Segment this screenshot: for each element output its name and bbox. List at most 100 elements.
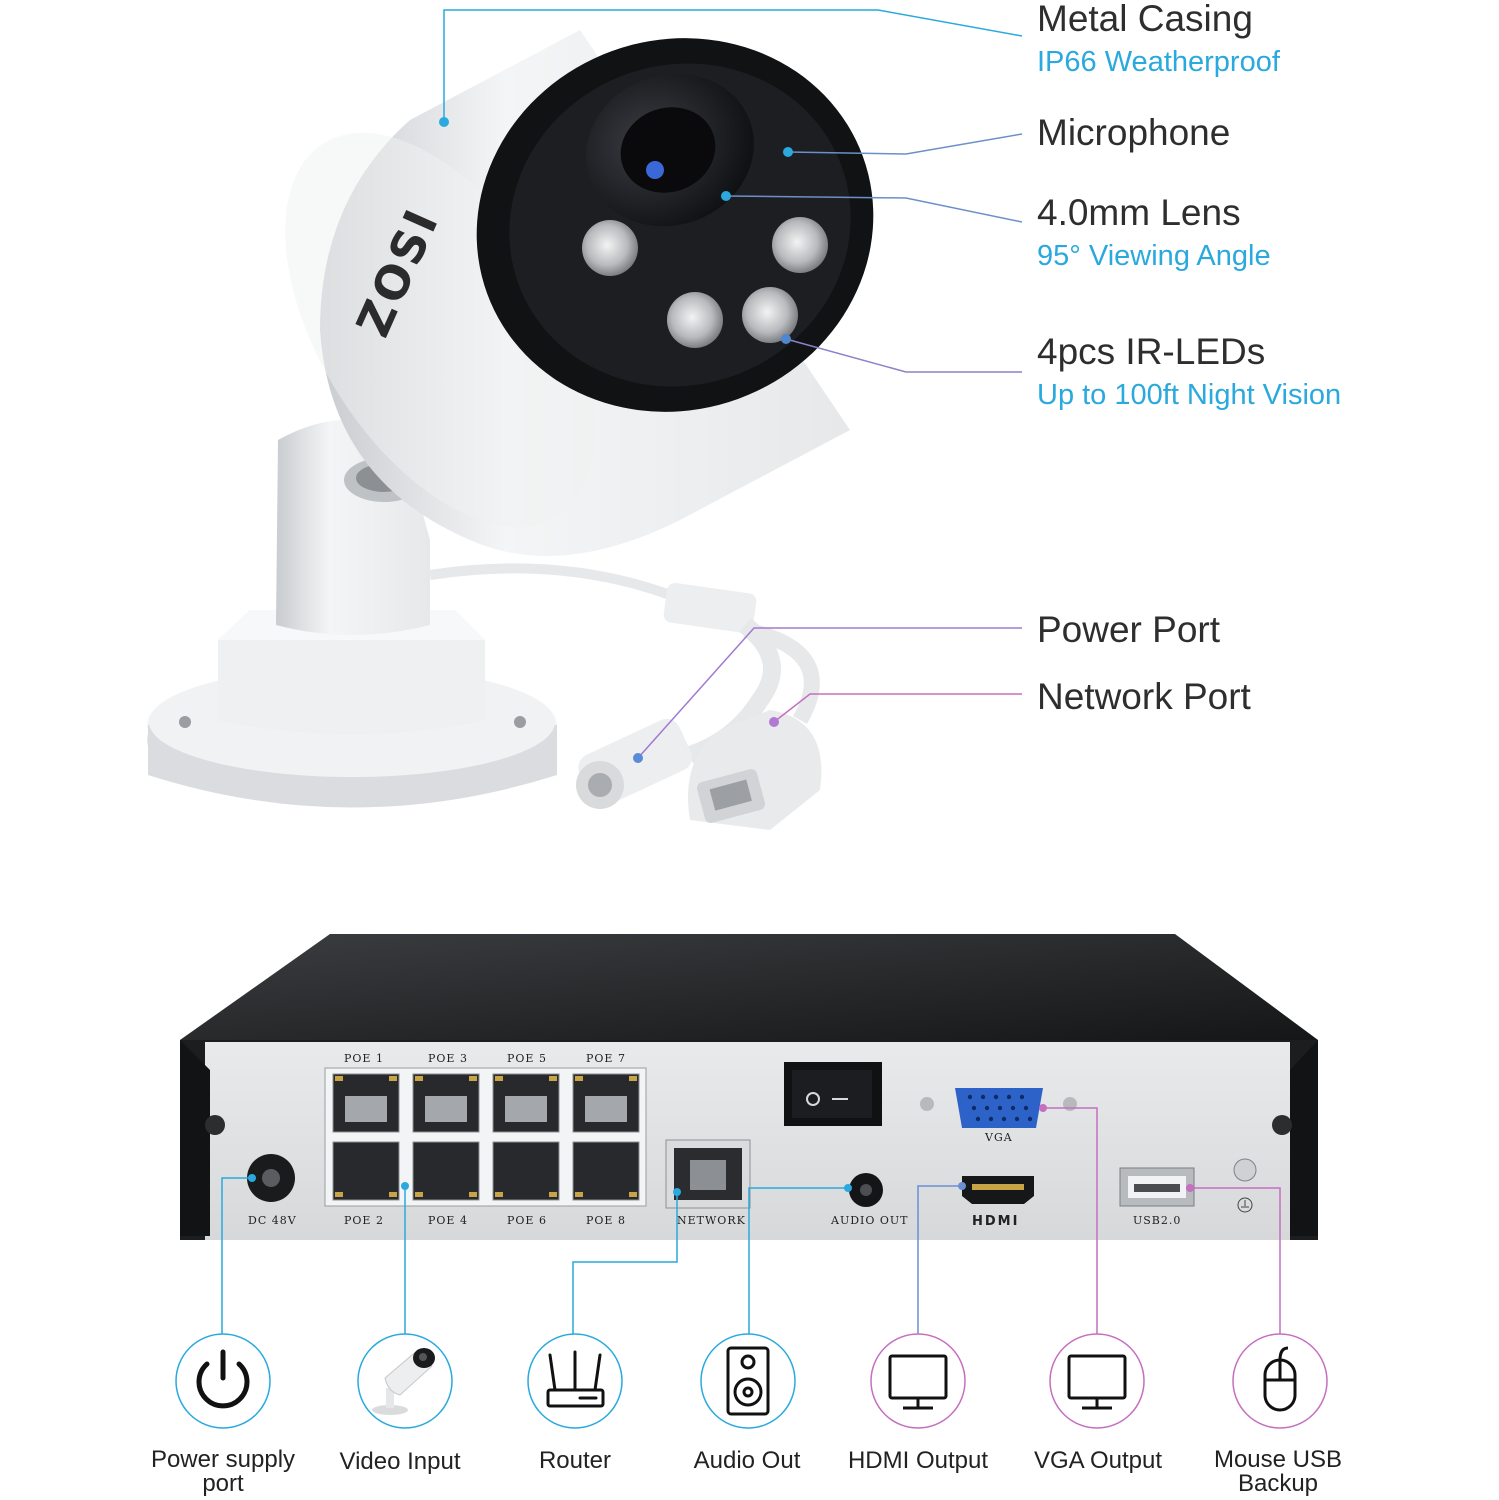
- poe-led: [389, 1192, 397, 1197]
- router-badge: [527, 1333, 623, 1429]
- feature-title-lens: 4.0mm Lens: [1037, 192, 1241, 233]
- icon-label-line: Audio Out: [693, 1447, 801, 1474]
- icon-label-power-supply: Power supply port: [128, 1448, 318, 1496]
- poe-led: [629, 1076, 637, 1081]
- monitor-icon: [1067, 1354, 1127, 1410]
- poe-led: [335, 1192, 343, 1197]
- poe-led: [389, 1076, 397, 1081]
- poe-port: [412, 1141, 480, 1201]
- poe-led: [469, 1192, 477, 1197]
- icon-label-video-input: Video Input: [305, 1450, 495, 1474]
- icon-label-line: port: [202, 1470, 244, 1497]
- vga-pin: [1006, 1094, 1012, 1100]
- dc-label: DC 48V: [248, 1214, 297, 1227]
- nvr-connector-lines: [221, 1107, 1281, 1334]
- feature-subtitle-metal-casing: IP66 Weatherproof: [1037, 46, 1280, 78]
- camera-illustration: ZOSI: [147, 30, 874, 830]
- vga-pin: [1014, 1116, 1020, 1122]
- vga-pin: [1019, 1094, 1025, 1100]
- icon-label-line: Video Input: [339, 1448, 461, 1475]
- poe-label: POE 1: [344, 1052, 384, 1065]
- camera-callout-lines: [443, 9, 1023, 759]
- ir-led: [582, 220, 638, 276]
- poe-label: POE 8: [586, 1214, 626, 1227]
- connector-audio: [748, 1187, 848, 1334]
- icon-label-line: Mouse USB: [1213, 1446, 1343, 1473]
- poe-led: [629, 1192, 637, 1197]
- poe-led: [495, 1076, 503, 1081]
- mouse-icon: [1263, 1346, 1297, 1412]
- ir-led: [742, 287, 798, 343]
- ir-led: [772, 217, 828, 273]
- feature-subtitle-ir-leds: Up to 100ft Night Vision: [1037, 379, 1342, 411]
- icon-label-audio-out: Audio Out: [652, 1449, 842, 1473]
- vga-output-badge: [1049, 1333, 1145, 1429]
- camera-icon: [372, 1348, 435, 1415]
- connector-power: [221, 1177, 252, 1334]
- vga-pin: [1001, 1116, 1007, 1122]
- icon-label-line: Power supply: [150, 1446, 296, 1473]
- feature-title-power-port: Power Port: [1037, 609, 1221, 650]
- connector-usb: [1190, 1187, 1281, 1334]
- vga-pin: [993, 1094, 999, 1100]
- feature-title-metal-casing: Metal Casing: [1037, 0, 1253, 39]
- poe-led: [469, 1076, 477, 1081]
- nvr-illustration: POE 1 POE 3 POE 5 POE 7 POE 2 POE 4 POE …: [180, 934, 1318, 1240]
- vga-pin: [997, 1105, 1003, 1111]
- connector-vga: [1043, 1107, 1098, 1334]
- network-label: NETWORK: [677, 1214, 746, 1227]
- feature-title-network-port: Network Port: [1037, 676, 1251, 717]
- poe-pins: [505, 1096, 547, 1122]
- connector-hdmi: [917, 1185, 962, 1334]
- poe-led: [415, 1076, 423, 1081]
- ground-screw: [1233, 1158, 1257, 1182]
- vga-pin: [971, 1105, 977, 1111]
- callout-line-ir-leds: [785, 338, 1022, 373]
- icon-label-vga-output: VGA Output: [1003, 1449, 1193, 1473]
- icon-label-router: Router: [480, 1449, 670, 1473]
- mouse-usb-badge: [1232, 1333, 1328, 1429]
- poe-led: [549, 1192, 557, 1197]
- poe-led: [575, 1076, 583, 1081]
- ir-led: [667, 292, 723, 348]
- poe-pins: [585, 1096, 627, 1122]
- poe-label: POE 4: [428, 1214, 468, 1227]
- usb-label: USB2.0: [1133, 1214, 1181, 1227]
- connector-router: [572, 1192, 678, 1334]
- monitor-icon: [888, 1354, 948, 1410]
- poe-pins: [425, 1096, 467, 1122]
- audio-out-badge: [700, 1333, 796, 1429]
- callout-line-power-port: [637, 627, 1022, 759]
- poe-led: [549, 1076, 557, 1081]
- hdmi-output-badge: [870, 1333, 966, 1429]
- vga-pin: [980, 1094, 986, 1100]
- vga-pin: [988, 1116, 994, 1122]
- audio-out-label: AUDIO OUT: [830, 1214, 909, 1227]
- nvr-connector-dots: [248, 1104, 1194, 1196]
- feature-title-microphone: Microphone: [1037, 112, 1231, 153]
- poe-led: [575, 1192, 583, 1197]
- icon-label-mouse-usb: Mouse USB Backup: [1183, 1448, 1373, 1496]
- callout-line-metal-casing: [443, 9, 1023, 122]
- poe-label: POE 5: [507, 1052, 547, 1065]
- icon-label-line: Backup: [1237, 1470, 1319, 1497]
- icon-label-line: Router: [538, 1447, 612, 1474]
- power-supply-badge: [175, 1333, 271, 1429]
- power-icon: [196, 1349, 250, 1409]
- vga-label: VGA: [984, 1131, 1013, 1144]
- poe-led: [335, 1076, 343, 1081]
- camera-callout-dots: [439, 117, 793, 763]
- speaker-icon: [726, 1346, 770, 1416]
- poe-label: POE 7: [586, 1052, 626, 1065]
- vga-pin: [1027, 1116, 1033, 1122]
- poe-pins: [345, 1096, 387, 1122]
- poe-led: [495, 1192, 503, 1197]
- vga-pin: [1023, 1105, 1029, 1111]
- icon-label-hdmi-output: HDMI Output: [823, 1449, 1013, 1473]
- poe-port: [492, 1141, 560, 1201]
- function-icon-row: [175, 1333, 1328, 1429]
- icon-label-line: HDMI Output: [847, 1447, 989, 1474]
- callout-line-microphone: [787, 133, 1023, 155]
- vga-pin: [975, 1116, 981, 1122]
- vga-pin: [967, 1094, 973, 1100]
